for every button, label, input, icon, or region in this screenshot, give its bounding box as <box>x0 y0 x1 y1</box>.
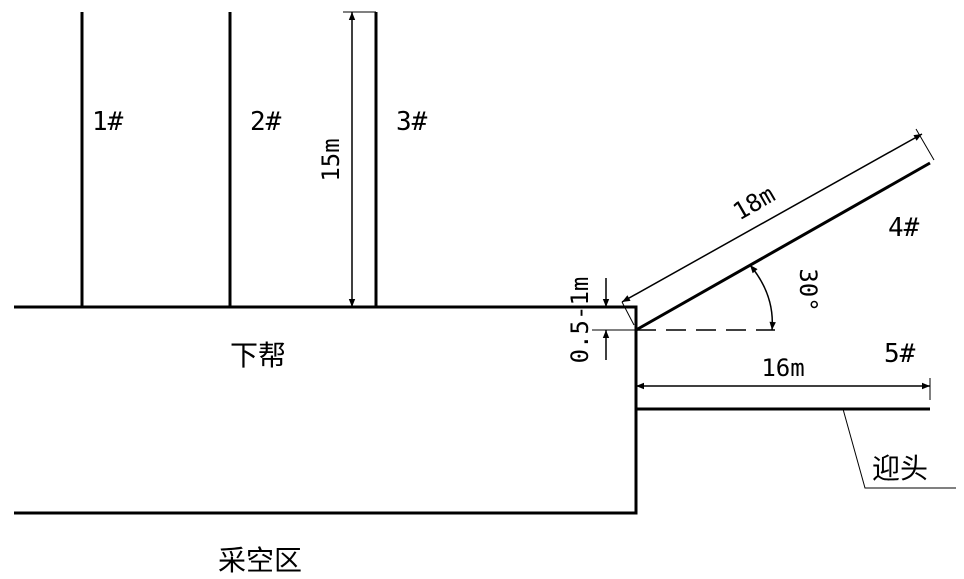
hole-1-label: 1# <box>92 107 124 137</box>
heading-leader <box>842 408 956 489</box>
heading-face-label: 迎头 <box>872 452 928 485</box>
hole-3-label: 3# <box>396 107 428 137</box>
dim-18m-label: 18m <box>728 180 780 226</box>
dim-18m-ext-end <box>915 128 935 161</box>
angle-30-arc <box>749 264 776 331</box>
hole-4-label: 4# <box>888 213 920 243</box>
goaf-label: 采空区 <box>218 544 302 577</box>
hole-5-label: 5# <box>884 339 916 369</box>
angle-30-label: 30° <box>794 268 822 311</box>
roadway-outline <box>14 305 638 515</box>
dim-18m-line <box>621 133 923 303</box>
offset-label: 0.5-1m <box>566 277 594 364</box>
dim-16m-label: 16m <box>761 354 804 382</box>
dim-15m-label: 15m <box>317 138 345 181</box>
lower-wall-label: 下帮 <box>230 339 286 372</box>
dim-18m-ext-start <box>621 301 635 326</box>
borehole-4 <box>635 161 931 332</box>
hole-2-label: 2# <box>250 107 282 137</box>
